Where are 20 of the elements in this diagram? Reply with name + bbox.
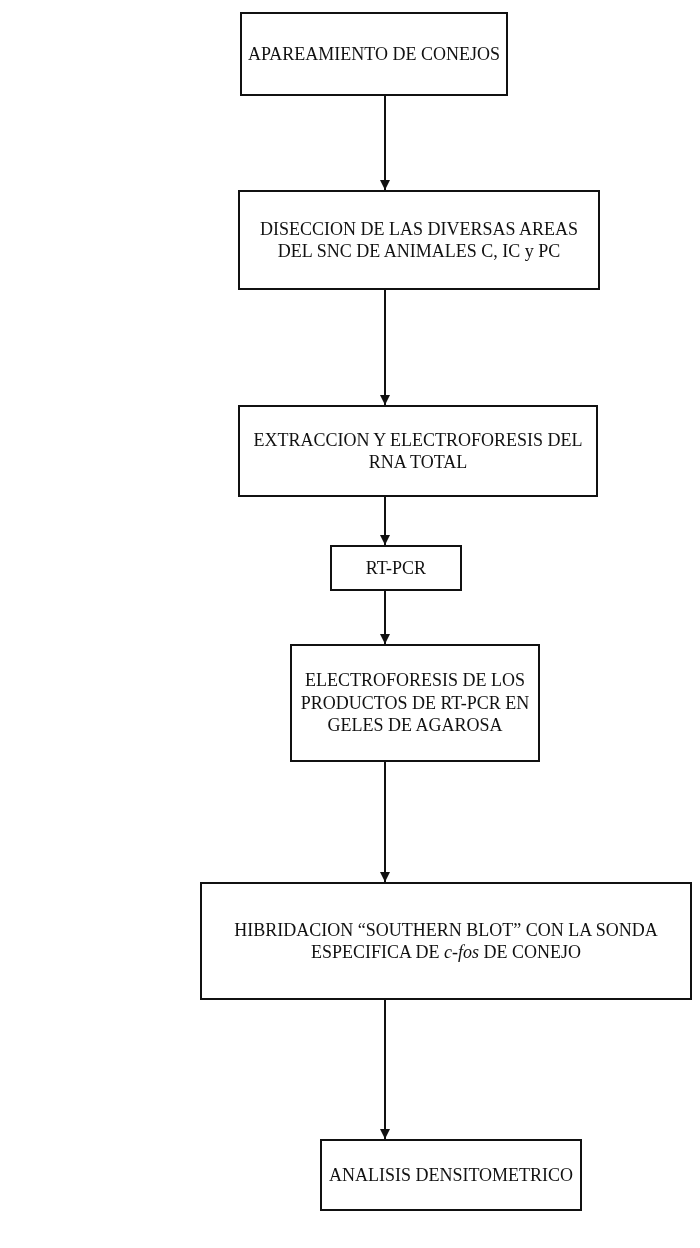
arrow [380,761,390,883]
arrow [380,999,390,1140]
process-box [320,1139,582,1211]
process-box [330,545,462,591]
process-box [238,190,600,290]
arrow [380,95,390,191]
process-box [240,12,508,96]
step-text: HIBRIDACION “SOUTHERN BLOT” CON LA SONDA ESPECIFICA DE c-fos DE CONEJO [233,918,659,964]
arrow [380,590,390,645]
step-text: APAREAMIENTO DE CONEJOS [248,42,500,66]
step-text: ELECTROFORESIS DE LOS PRODUCTOS DE RT-PCR EN GELES DE AGAROSA [299,669,531,737]
process-box [290,644,540,762]
process-box [238,405,598,497]
process-box [200,882,692,1000]
step-text: RT-PCR [365,556,427,580]
step-text: ANALISIS DENSITOMETRICO [328,1163,574,1187]
step-text: DISECCION DE LAS DIVERSAS AREAS DEL SNC DE ANIMALES C, IC y PC [258,217,579,263]
step-text: EXTRACCION Y ELECTROFORESIS DEL RNA TOTAL [252,428,584,474]
arrow [380,289,390,406]
arrow [380,496,390,546]
